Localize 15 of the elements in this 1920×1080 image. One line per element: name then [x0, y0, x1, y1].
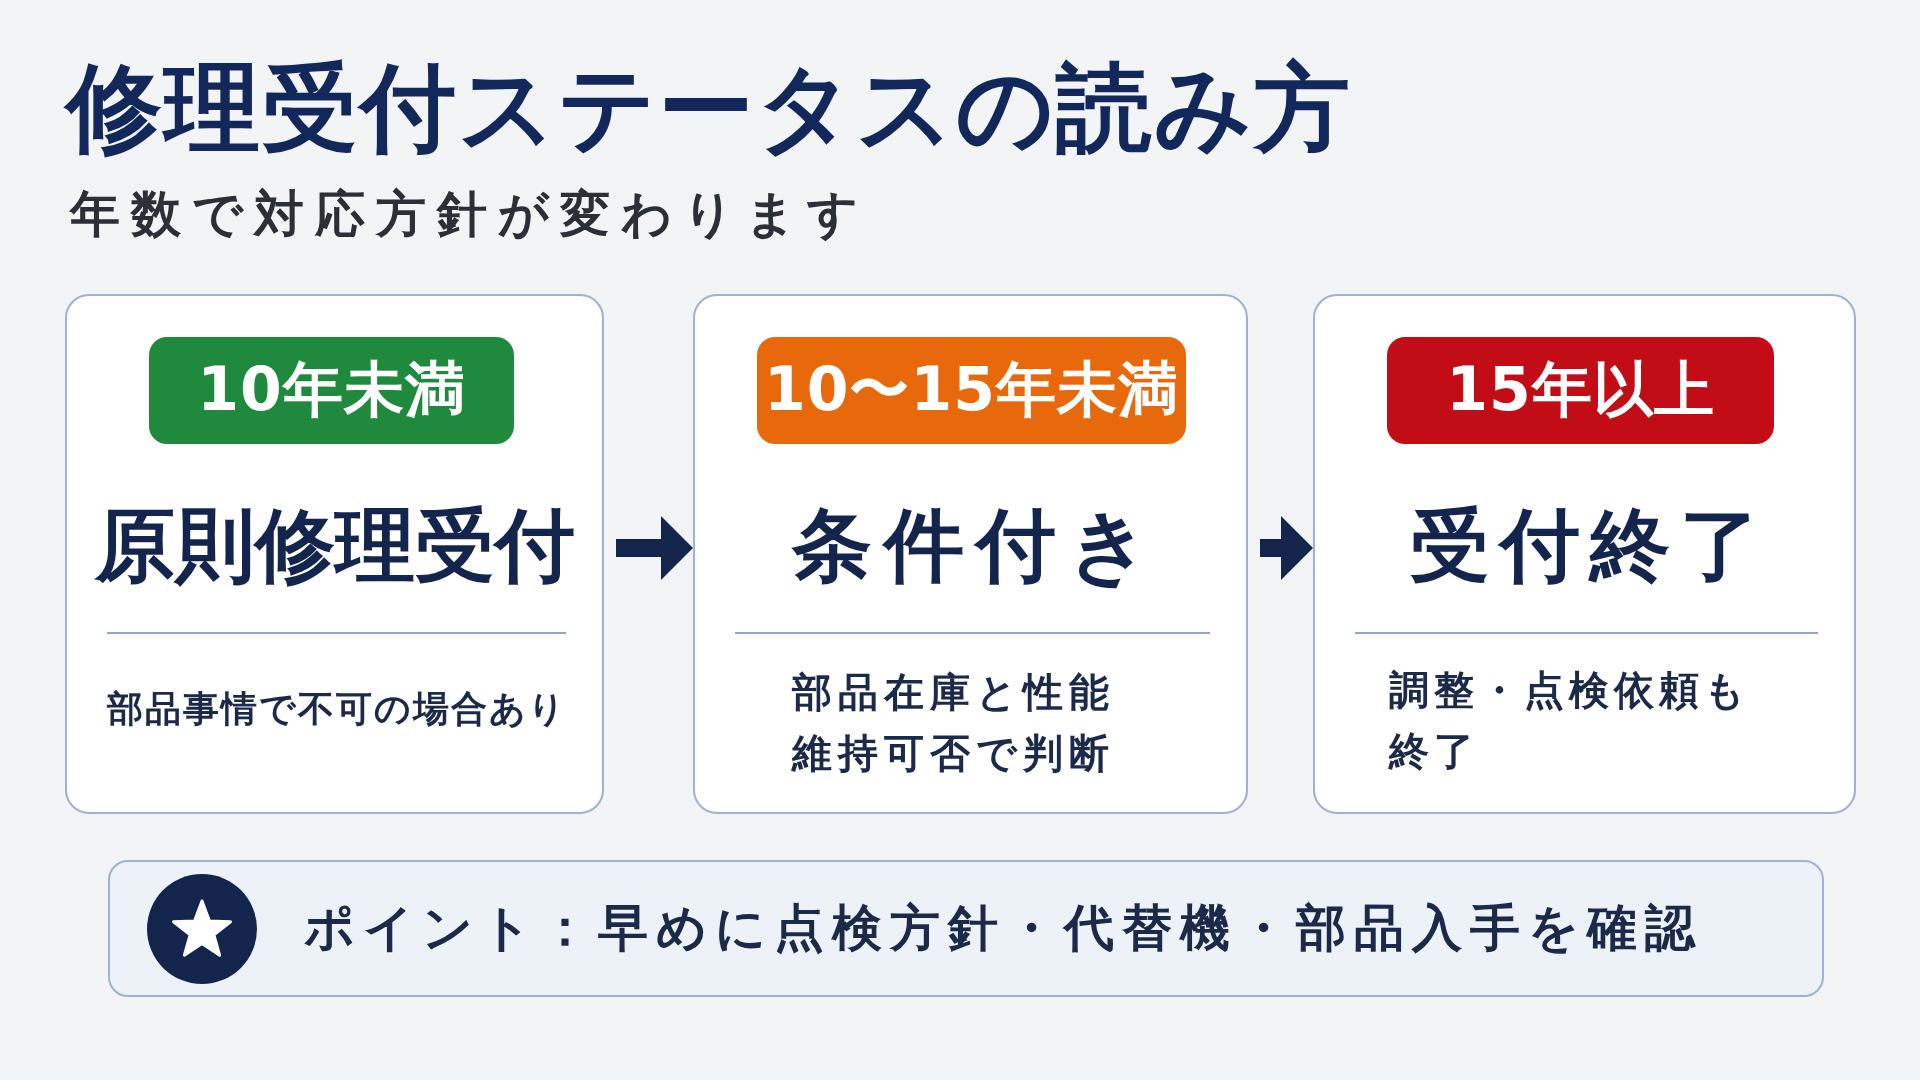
status-note: 調整・点検依頼も終了	[1389, 666, 1751, 776]
status-heading: 条件付き	[790, 498, 1163, 594]
status-card	[65, 294, 604, 814]
age-range-badge: 10〜15年未満	[757, 337, 1186, 444]
status-heading: 原則修理受付	[93, 498, 576, 594]
status-heading: 受付終了	[1408, 498, 1771, 594]
status-card	[1313, 294, 1856, 814]
age-range-badge: 15年以上	[1387, 337, 1774, 444]
point-text: ポイント：早めに点検方針・代替機・部品入手を確認	[304, 898, 1703, 959]
age-range-badge: 10年未満	[149, 337, 514, 444]
tip-panel	[108, 860, 1824, 997]
status-note: 部品在庫と性能維持可否で判断	[792, 668, 1116, 778]
subtitle: 年数で対応方針が変わります	[70, 184, 869, 245]
status-card	[693, 294, 1248, 814]
status-note: 部品事情で不可の場合あり	[105, 687, 568, 731]
